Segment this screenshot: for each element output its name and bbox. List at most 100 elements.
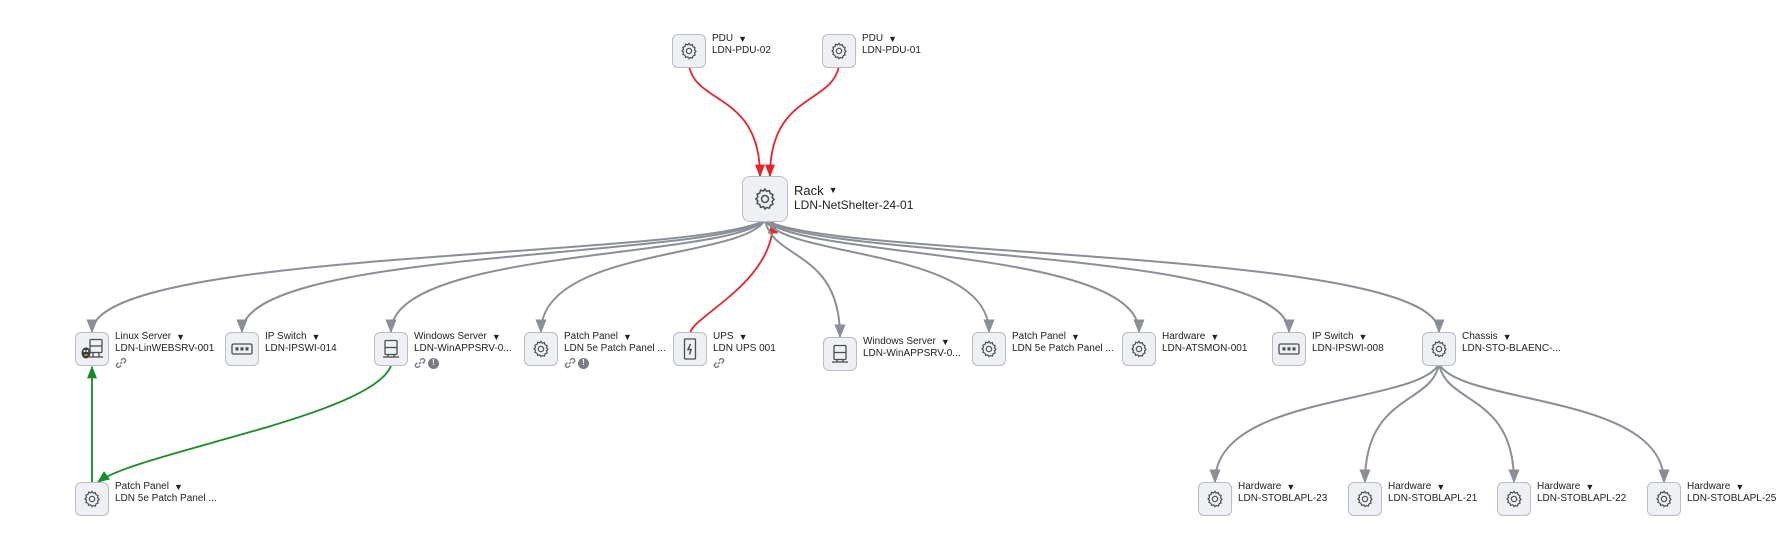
node-type-dropdown[interactable]: UPS▼ [713,331,776,343]
caret-down-icon[interactable]: ▼ [1585,482,1595,492]
node-type-dropdown[interactable]: Windows Server▼ [414,331,510,343]
node-type-dropdown[interactable]: Linux Server▼ [115,331,211,343]
node-name: LDN-PDU-01 [862,45,921,56]
node-hardware-ldn-atsmon-001[interactable]: Hardware ▼LDN-ATSMON-001 [1122,331,1248,366]
node-linux-server-ldn-linwebsrv-001[interactable]: Linux Server▼LDN-LinWEBSRV-001 [75,331,214,369]
node-type-dropdown[interactable]: Hardware ▼ [1388,481,1477,493]
warning-icon[interactable]: ! [428,357,439,369]
gear-icon[interactable] [672,34,706,68]
node-hardware-ldn-stoblapl-21[interactable]: Hardware▼LDN-STOBLAPL-21 [1348,481,1477,516]
caret-down-icon[interactable]: ▼ [1735,482,1745,492]
node-type-dropdown[interactable]: Patch Panel ▼ [1012,331,1108,343]
node-type-dropdown[interactable]: PDU▼ [862,33,921,45]
node-patch-panel-ldn-5e-patch-panel[interactable]: Patch Panel▼LDN 5e Patch Panel ...! [524,331,666,369]
server-icon[interactable] [823,337,857,371]
switch-icon[interactable] [1272,332,1306,366]
caret-down-icon[interactable]: ▼ [1210,332,1220,342]
node-type-label: Patch Panel [115,481,169,492]
gear-icon[interactable] [742,176,788,222]
link-icon[interactable] [713,357,725,369]
caret-down-icon[interactable]: ▼ [1358,332,1368,342]
node-hardware-ldn-stoblapl-22[interactable]: Hardware ▼LDN-STOBLAPL-22 [1497,481,1627,516]
edge-rack-to-chassis [764,219,1445,334]
node-type-dropdown[interactable]: PDU▼ [712,33,771,45]
caret-down-icon[interactable]: ▼ [176,332,186,342]
node-pdu-ldn-pdu-01[interactable]: PDU▼LDN-PDU-01 [822,33,921,68]
node-type-label: Patch Panel [564,331,618,342]
warning-icon[interactable]: ! [578,357,589,369]
node-hardware-ldn-stoblapl-23[interactable]: Hardware▼LDN-STOBLAPL-23 [1198,481,1327,516]
node-type-dropdown[interactable]: IP Switch ▼ [1312,331,1384,343]
node-type-label: Hardware [1687,481,1731,492]
node-ups-ldn-ups-001[interactable]: UPS▼LDN UPS 001 [673,331,776,369]
node-name: LDN-STOBLAPL-22 [1537,493,1627,504]
node-type-label: IP Switch [265,331,307,342]
caret-down-icon[interactable]: ▼ [1286,482,1296,492]
gear-icon[interactable] [1122,332,1156,366]
node-windows-server-ldn-winappsrv-0[interactable]: Windows Server▼LDN-WinAPPSRV-0...! [374,331,512,369]
node-type-label: Hardware [1162,331,1206,342]
edge-pdu1-to-rack [764,65,840,178]
caret-down-icon[interactable]: ▼ [828,185,838,195]
node-windows-server-ldn-winappsrv-0[interactable]: Windows Server▼LDN-WinAPPSRV-0... [823,336,961,371]
edge-rack-to-win2 [764,219,846,339]
ups-icon[interactable] [673,332,707,366]
link-icon[interactable] [115,357,127,369]
gear-icon[interactable] [972,332,1006,366]
gear-icon[interactable] [1647,482,1681,516]
node-type-dropdown[interactable]: Hardware ▼ [1537,481,1626,493]
caret-down-icon[interactable]: ▼ [738,332,748,342]
gear-icon[interactable] [524,332,558,366]
edge-rack-to-hwatsm [764,219,1145,334]
caret-down-icon[interactable]: ▼ [622,332,632,342]
node-type-label: Rack [794,183,824,198]
linux-server-icon[interactable] [75,332,109,366]
caret-down-icon[interactable]: ▼ [1070,332,1080,342]
node-type-label: IP Switch [1312,331,1354,342]
node-type-label: Hardware [1537,481,1581,492]
node-type-label: Hardware [1238,481,1282,492]
gear-icon[interactable] [1348,482,1382,516]
link-icon[interactable] [564,357,576,369]
node-type-dropdown[interactable]: IP Switch ▼ [265,331,337,343]
caret-down-icon[interactable]: ▼ [1436,482,1446,492]
node-type-dropdown[interactable]: Patch Panel ▼ [115,481,211,493]
gear-icon[interactable] [1198,482,1232,516]
caret-down-icon[interactable]: ▼ [491,332,501,342]
gear-icon[interactable] [1497,482,1531,516]
node-ip-switch-ldn-ipswi-008[interactable]: IP Switch▼LDN-IPSWI-008 [1272,331,1384,366]
node-name: LDN 5e Patch Panel ... [1012,343,1114,354]
node-pdu-ldn-pdu-02[interactable]: PDU▼LDN-PDU-02 [672,33,771,68]
node-patch-panel-ldn-5e-patch-panel[interactable]: Patch Panel▼LDN 5e Patch Panel ... [75,481,217,516]
switch-icon[interactable] [225,332,259,366]
gear-icon[interactable] [822,34,856,68]
edge-ups-to-rack [689,220,779,335]
node-type-label: Hardware [1388,481,1432,492]
server-icon[interactable] [374,332,408,366]
gear-icon[interactable] [1422,332,1456,366]
caret-down-icon[interactable]: ▼ [173,482,183,492]
node-type-dropdown[interactable]: Windows Server▼ [863,336,959,348]
node-chassis-ldn-sto-blaenc[interactable]: Chassis▼LDN-STO-BLAENC-... [1422,331,1561,366]
node-type-dropdown[interactable]: Chassis▼ [1462,331,1558,343]
node-type-dropdown[interactable]: Hardware ▼ [1238,481,1327,493]
caret-down-icon[interactable]: ▼ [940,337,950,347]
caret-down-icon[interactable]: ▼ [738,34,748,44]
gear-icon[interactable] [75,482,109,516]
node-type-label: Patch Panel [1012,331,1066,342]
caret-down-icon[interactable]: ▼ [311,332,321,342]
node-ip-switch-ldn-ipswi-014[interactable]: IP Switch▼LDN-IPSWI-014 [225,331,337,366]
caret-down-icon[interactable]: ▼ [888,34,898,44]
node-name: LDN-PDU-02 [712,45,771,56]
link-icon[interactable] [414,357,426,369]
node-type-dropdown[interactable]: Hardware ▼ [1687,481,1776,493]
node-hardware-ldn-stoblapl-25[interactable]: Hardware▼LDN-STOBLAPL-25 [1647,481,1776,516]
node-type-dropdown[interactable]: Hardware ▼ [1162,331,1247,343]
node-rack-ldn-netshelter-24-01[interactable]: Rack▼LDN-NetShelter-24-01 [742,176,913,222]
caret-down-icon[interactable]: ▼ [1502,332,1512,342]
node-type-dropdown[interactable]: Patch Panel ▼ [564,331,660,343]
node-name: LDN-ATSMON-001 [1162,343,1248,354]
node-patch-panel-ldn-5e-patch-panel[interactable]: Patch Panel ▼LDN 5e Patch Panel ... [972,331,1114,366]
node-type-dropdown[interactable]: Rack ▼ [794,183,913,198]
